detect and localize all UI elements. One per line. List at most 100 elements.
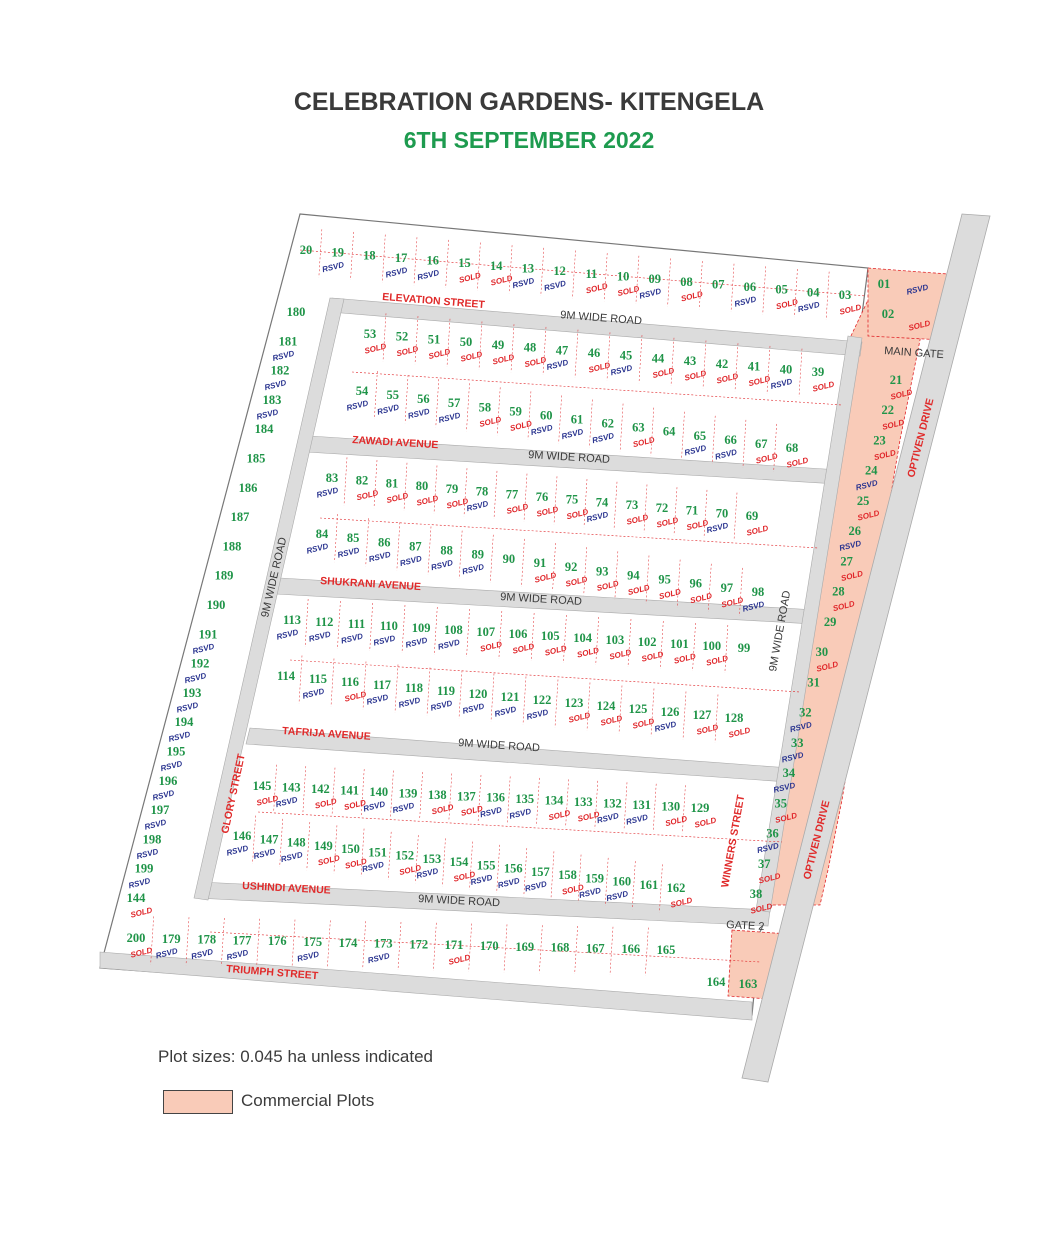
plot-number-19: 19	[331, 246, 344, 260]
plot-divider-tick	[496, 387, 501, 436]
plot-number-64: 64	[663, 425, 676, 439]
plot-divider-tick	[609, 926, 614, 975]
plot-number-38: 38	[750, 887, 763, 901]
plot-number-194: 194	[175, 715, 195, 729]
plot-number-01: 01	[878, 277, 891, 291]
plot-number-79: 79	[446, 482, 459, 496]
plot-number-98: 98	[752, 585, 765, 599]
plot-divider-tick	[650, 407, 655, 456]
plot-divider-tick	[468, 923, 472, 972]
plot-divider-tick	[390, 770, 394, 819]
plot-divider-tick	[150, 916, 154, 965]
plot-number-75: 75	[566, 493, 579, 507]
plot-number-189: 189	[215, 569, 234, 583]
plot-divider-tick	[583, 479, 588, 528]
plot-divider-tick	[523, 473, 528, 522]
plot-number-12: 12	[553, 264, 566, 278]
plot-number-120: 120	[469, 687, 488, 701]
plot-divider-tick	[577, 854, 582, 903]
plot-number-57: 57	[448, 396, 461, 410]
plot-number-119: 119	[437, 684, 455, 698]
plot-number-153: 153	[423, 852, 442, 866]
plot-number-125: 125	[629, 702, 648, 716]
plot-number-154: 154	[450, 855, 470, 869]
plot-divider-tick	[458, 670, 463, 719]
plot-divider-tick	[574, 925, 578, 975]
plot-divider-tick	[798, 348, 803, 397]
plot-number-67: 67	[755, 437, 768, 451]
plot-number-18: 18	[363, 248, 376, 262]
plot-number-34: 34	[783, 766, 796, 780]
plot-number-83: 83	[326, 471, 339, 485]
plot-number-162: 162	[667, 881, 686, 895]
plot-number-35: 35	[774, 796, 787, 810]
plot-number-47: 47	[556, 343, 569, 357]
plot-divider-tick	[583, 547, 587, 596]
plot-divider-tick	[435, 379, 440, 428]
plot-number-27: 27	[840, 554, 853, 568]
plot-divider-tick	[362, 661, 367, 710]
plot-divider-tick	[762, 266, 766, 315]
plot-divider-tick	[493, 470, 498, 519]
plot-number-39: 39	[812, 365, 825, 379]
plot-number-52: 52	[396, 330, 409, 344]
plot-number-28: 28	[832, 585, 845, 599]
plot-number-29: 29	[824, 615, 837, 629]
plot-number-179: 179	[162, 932, 181, 946]
plot-divider-tick	[536, 777, 540, 826]
plot-number-168: 168	[551, 941, 570, 955]
plot-divider-tick	[427, 526, 432, 575]
plot-divider-tick	[552, 543, 556, 592]
plot-number-128: 128	[725, 711, 744, 725]
plot-number-198: 198	[143, 832, 162, 846]
plot-divider-tick	[508, 245, 513, 294]
plot-number-97: 97	[721, 581, 734, 595]
plot-divider-tick	[660, 620, 664, 670]
plot-number-06: 06	[744, 280, 757, 294]
plot-number-123: 123	[565, 696, 584, 710]
plot-divider-tick	[652, 783, 657, 832]
plot-divider-tick	[563, 614, 567, 664]
plot-number-151: 151	[368, 845, 387, 859]
plot-number-09: 09	[649, 272, 662, 286]
plot-divider-tick	[724, 624, 729, 674]
plot-divider-tick	[825, 271, 830, 320]
plot-number-178: 178	[197, 933, 216, 947]
plot-number-110: 110	[380, 619, 398, 633]
plot-number-71: 71	[686, 504, 699, 518]
plot-divider-tick	[673, 487, 678, 536]
plot-number-199: 199	[135, 862, 154, 876]
plot-divider-tick	[477, 774, 482, 824]
plot-number-146: 146	[233, 829, 252, 843]
plot-number-90: 90	[503, 552, 516, 566]
plot-divider-tick	[614, 551, 619, 600]
plot-divider-tick	[469, 841, 473, 890]
plot-number-174: 174	[339, 936, 359, 950]
plot-divider-tick	[496, 844, 500, 893]
plot-divider-tick	[394, 664, 399, 713]
plot-divider-tick	[734, 343, 739, 392]
plot-number-134: 134	[545, 794, 565, 808]
plot-number-163: 163	[739, 977, 758, 991]
plot-number-93: 93	[596, 564, 609, 578]
plot-number-11: 11	[585, 267, 597, 281]
plot-number-116: 116	[341, 675, 359, 689]
plot-divider-tick	[613, 481, 618, 530]
plot-divider-tick	[521, 538, 525, 587]
plot-divider-tick	[730, 263, 735, 312]
gate-2-label: GATE 2	[726, 919, 765, 933]
plot-number-184: 184	[255, 422, 275, 436]
plot-divider-tick	[448, 773, 453, 822]
plot-divider-tick	[604, 857, 609, 906]
plot-number-136: 136	[486, 791, 505, 805]
plot-divider-tick	[530, 612, 535, 662]
plot-number-33: 33	[791, 736, 804, 750]
plot-number-182: 182	[271, 364, 290, 378]
plot-divider-tick	[466, 608, 470, 658]
road-label-3: 9M WIDE ROAD	[500, 591, 583, 608]
plot-divider-tick	[318, 229, 323, 278]
plot-divider-tick	[565, 779, 569, 828]
plot-divider-tick	[794, 269, 798, 318]
plot-divider-tick	[415, 835, 419, 884]
